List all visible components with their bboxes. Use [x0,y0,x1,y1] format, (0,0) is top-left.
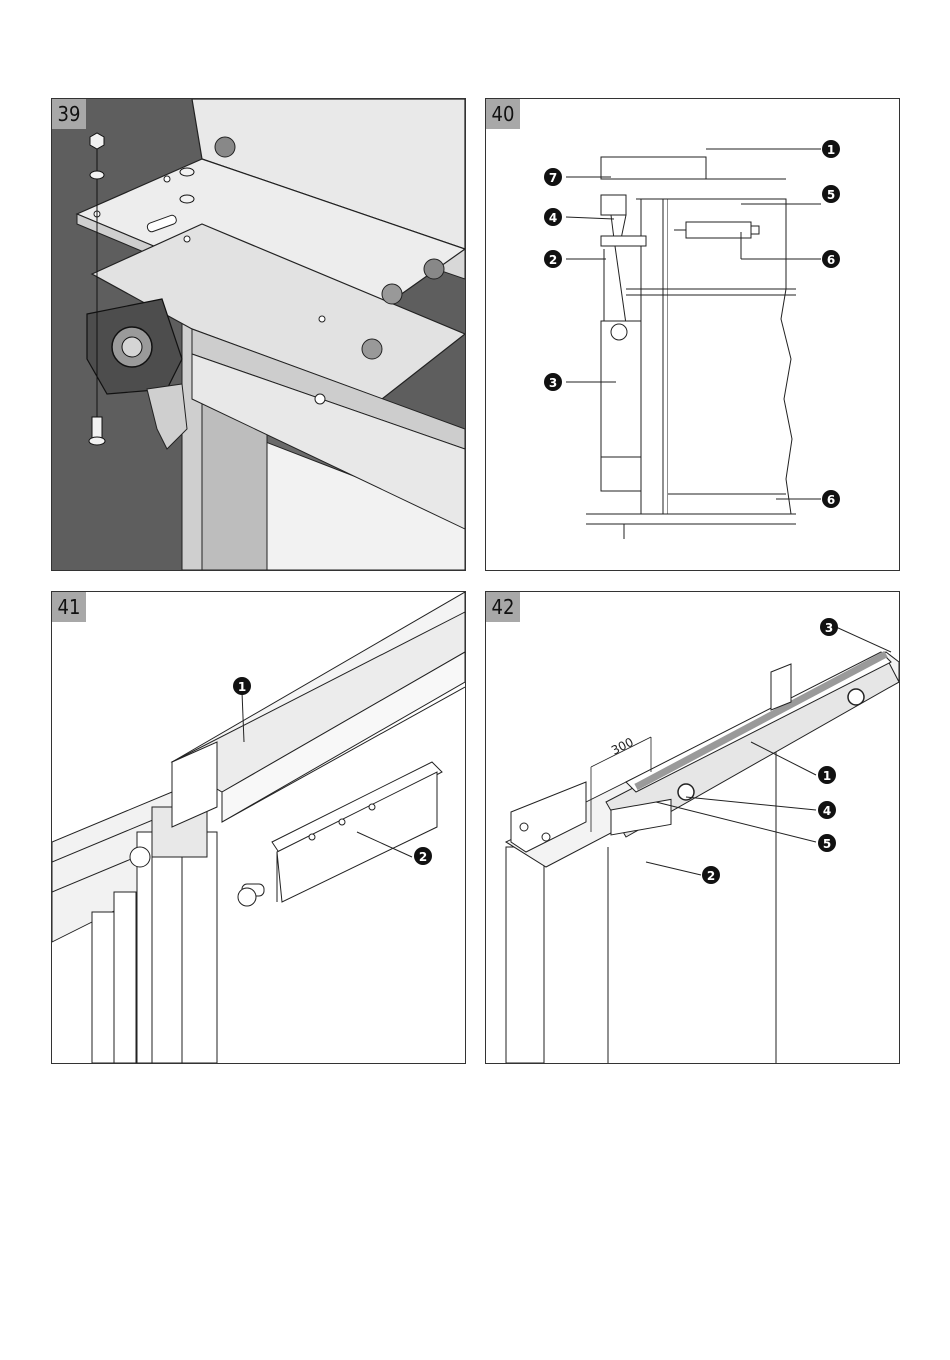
callout-3: 3 [549,376,557,390]
figure-41: 41 [51,591,466,1064]
figure-40: 40 [485,98,900,571]
figure-number: 39 [52,99,86,129]
callout-6-bottom: 6 [827,493,835,507]
callout-3: 3 [825,621,833,635]
figure-40-illustration: 1 7 5 4 2 6 3 6 [486,99,899,570]
figure-42: 42 [485,591,900,1064]
callout-5: 5 [827,188,835,202]
callout-1: 1 [827,143,835,157]
figure-number: 42 [486,592,520,622]
figure-39-illustration [52,99,465,570]
figure-39: 39 [51,98,466,571]
callout-4: 4 [549,211,557,225]
callout-2: 2 [419,850,427,864]
callout-5: 5 [823,837,831,851]
callout-2: 2 [707,869,715,883]
dimension-label: 300 [609,735,636,758]
callout-1: 1 [238,680,246,694]
figure-number: 40 [486,99,520,129]
callout-7: 7 [549,171,557,185]
callout-6: 6 [827,253,835,267]
callout-1: 1 [823,769,831,783]
figure-number: 41 [52,592,86,622]
figure-41-illustration: 1 2 [52,592,465,1063]
callout-2: 2 [549,253,557,267]
figure-42-illustration: 300 3 1 4 5 2 [486,592,899,1063]
callout-4: 4 [823,804,831,818]
